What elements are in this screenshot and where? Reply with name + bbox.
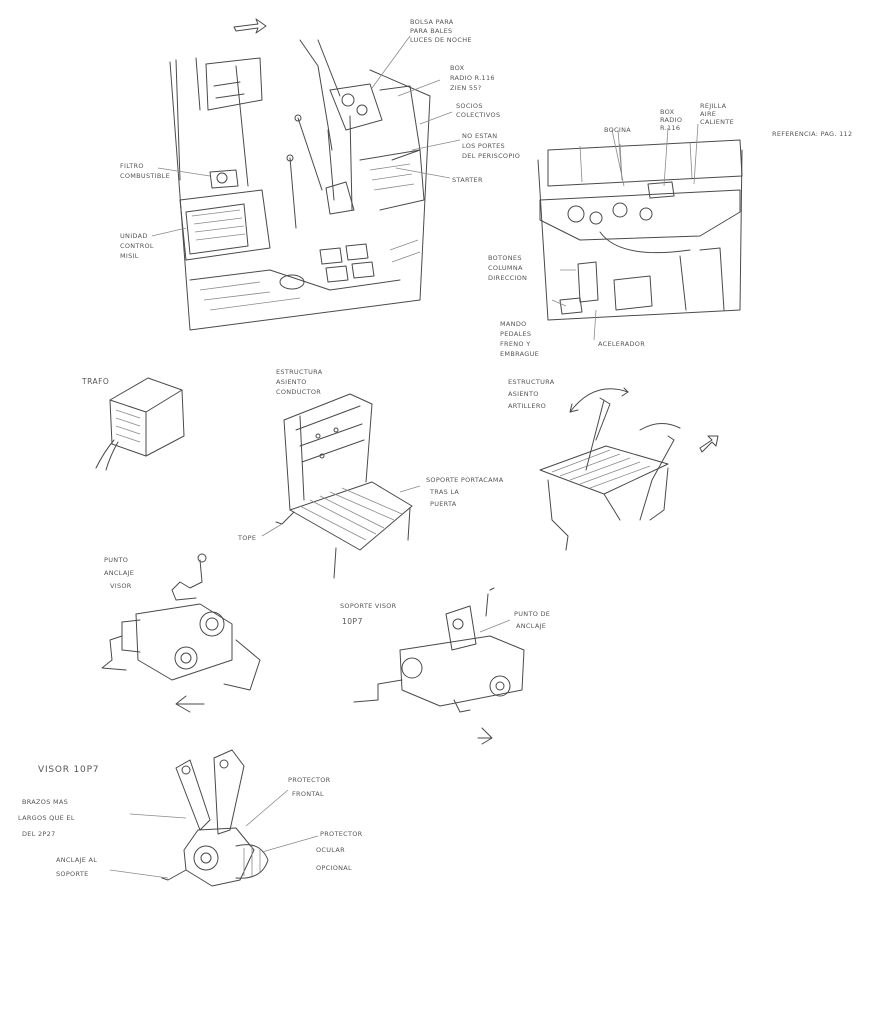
dashboard-labels: BOCINA BOX RADIO R.116 REJILLA AIRE CALI… <box>488 102 852 358</box>
label-gseat-1: ESTRUCTURA <box>508 378 555 386</box>
label-filtro-2: COMBUSTIBLE <box>120 172 170 180</box>
label-gseat-3: ARTILLERO <box>508 402 546 410</box>
direction-arrow-icon <box>477 727 493 745</box>
label-dbox-3: R.116 <box>660 124 680 132</box>
label-soporte-visor-1: SOPORTE VISOR <box>340 602 397 610</box>
label-seat-3: CONDUCTOR <box>276 388 321 396</box>
label-gseat-2: ASIENTO <box>508 390 539 398</box>
label-mando-2: PEDALES <box>500 330 531 338</box>
label-dbox-1: BOX <box>660 108 675 116</box>
visor-mount-right: SOPORTE VISOR 10P7 PUNTO DE ANCLAJE <box>340 587 550 745</box>
label-filtro-1: FILTRO <box>120 162 144 170</box>
label-bolsa-1: BOLSA PARA <box>410 18 454 26</box>
label-protector-ocular-2: OCULAR <box>316 846 345 854</box>
label-punto-r1: PUNTO DE <box>514 610 550 618</box>
label-noestan-3: DEL PERISCOPIO <box>462 152 520 160</box>
label-mando-3: FRENO Y <box>500 340 530 348</box>
label-tope: TOPE <box>237 534 256 542</box>
label-seat-2: ASIENTO <box>276 378 307 386</box>
label-botones-2: COLUMNA <box>488 264 523 272</box>
label-visor-title: VISOR 10P7 <box>38 765 99 775</box>
label-portacama-3: PUERTA <box>430 500 457 508</box>
label-mando-1: MANDO <box>500 320 527 328</box>
label-botones-1: BOTONES <box>488 254 522 262</box>
gunner-seat-sketch: ESTRUCTURA ASIENTO ARTILLERO <box>508 378 719 551</box>
label-brazos-2: LARGOS QUE EL <box>18 814 75 822</box>
label-protector-ocular-1: PROTECTOR <box>320 830 363 838</box>
label-unidad-2: CONTROL <box>120 242 154 250</box>
label-bolsa-3: LUCES DE NOCHE <box>410 36 472 44</box>
label-noestan-1: NO ESTAN <box>462 132 497 140</box>
label-protector-frontal-1: PROTECTOR <box>288 776 331 784</box>
label-portacama-2: TRAS LA <box>429 488 459 496</box>
dashboard-sketch <box>537 123 743 341</box>
label-soporte-visor-2: 10P7 <box>342 617 363 626</box>
label-brazos-1: BRAZOS MAS <box>22 798 68 806</box>
label-protector-frontal-2: FRONTAL <box>292 790 324 798</box>
visor-10p7-sketch: VISOR 10P7 BRAZOS MAS LARGOS QUE EL DEL … <box>18 749 363 887</box>
visor-mount-left: PUNTO ANCLAJE VISOR <box>101 553 261 713</box>
label-socios-2: COLECTIVOS <box>456 111 500 119</box>
label-protector-ocular-3: OPCIONAL <box>316 864 352 872</box>
label-rejilla-1: REJILLA <box>700 102 727 110</box>
label-trafo: TRAFO <box>81 377 109 386</box>
label-bocina: BOCINA <box>604 126 631 134</box>
direction-arrow-icon <box>175 695 205 713</box>
label-punto-1: PUNTO <box>104 556 128 564</box>
label-anclaje-2: SOPORTE <box>56 870 89 878</box>
label-mando-4: EMBRAGUE <box>500 350 539 358</box>
label-rejilla-3: CALIENTE <box>700 118 734 126</box>
direction-arrow-icon <box>699 435 719 453</box>
label-box-2: RADIO R.116 <box>450 74 495 82</box>
label-punto-r2: ANCLAJE <box>516 622 546 630</box>
label-box-3: ZIEN 55? <box>450 84 482 92</box>
label-portacama-1: SOPORTE PORTACAMA <box>426 476 504 484</box>
driver-seat-sketch: ESTRUCTURA ASIENTO CONDUCTOR SOPORTE POR… <box>237 368 504 579</box>
interior-labels: BOLSA PARA PARA BALES LUCES DE NOCHE BOX… <box>120 18 520 260</box>
label-acelerador: ACELERADOR <box>598 340 645 348</box>
label-socios-1: SOCIOS <box>456 102 483 110</box>
label-rejilla-2: AIRE <box>700 110 716 118</box>
label-unidad-3: MISIL <box>120 252 139 260</box>
label-punto-2: ANCLAJE <box>104 569 134 577</box>
label-botones-3: DIRECCION <box>488 274 527 282</box>
trafo-sketch: TRAFO <box>81 377 185 471</box>
label-unidad-1: UNIDAD <box>120 232 148 240</box>
label-seat-1: ESTRUCTURA <box>276 368 323 376</box>
label-noestan-2: LOS PORTES <box>462 142 505 150</box>
label-box-1: BOX <box>450 64 465 72</box>
direction-arrow-icon <box>233 18 267 34</box>
label-brazos-3: DEL 2P27 <box>22 830 56 838</box>
label-starter: STARTER <box>452 176 483 184</box>
label-punto-3: VISOR <box>110 582 132 590</box>
label-dbox-2: RADIO <box>660 116 682 124</box>
interior-sketch <box>151 18 461 331</box>
label-anclaje-1: ANCLAJE AL <box>56 856 97 864</box>
label-bolsa-2: PARA BALES <box>410 27 452 35</box>
label-referencia: REFERENCIA: PAG. 112 <box>772 130 852 138</box>
